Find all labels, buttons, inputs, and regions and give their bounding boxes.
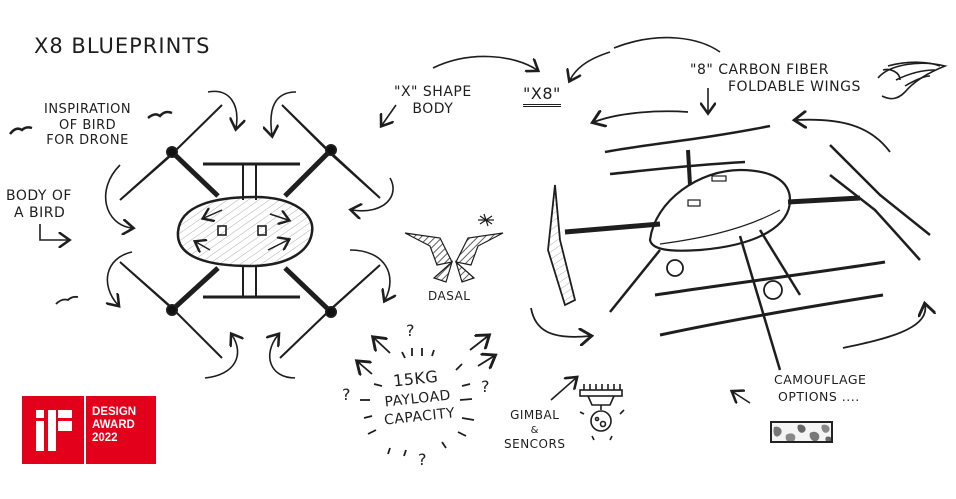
note-line: options .... [778,388,860,404]
note-line: of bird [58,117,117,133]
note-line: "8" carbon fiber [690,62,829,78]
svg-text:?: ? [418,450,427,469]
perspective-drone-icon [530,88,930,403]
page-title: X8 Blueprints [34,34,211,58]
arrow-icon [432,55,537,70]
question-mark-icons: ? ? ? ? [342,321,490,469]
payload-burst-icon [358,336,494,457]
svg-text:?: ? [342,385,351,404]
award-line: 2022 [92,432,118,444]
top-view-drone-icon [104,90,393,379]
gimbal-camera-icon [550,378,625,441]
note-line: for drone [46,133,129,149]
note-line: "X" shape [394,84,472,100]
gimbal-note: Gimbal & Sencors [504,408,565,452]
arrow-icon [570,51,611,80]
camouflage-pattern-icon [773,424,831,441]
body-of-bird-note: Body of a bird [6,188,72,222]
note-line: Gimbal [510,408,560,422]
note-line: foldable wings [728,78,861,95]
bird-icon [147,110,173,119]
note-line: Inspiration [44,102,132,117]
bird-icon [55,295,79,305]
arrow-icon [39,224,68,240]
note-line: & [530,424,539,436]
award-line: AWARD [92,419,135,431]
note-line: body [412,100,454,117]
note-line: Body of [6,188,72,204]
arrow-icon [382,104,397,125]
bird-icon [9,126,33,135]
note-line: a bird [14,204,66,221]
svg-text:?: ? [481,377,490,396]
if-logo-icon [22,396,84,464]
award-text: DESIGN AWARD 2022 [86,396,156,464]
carbon-fiber-note: "8" carbon fiber foldable wings [690,62,861,96]
x8-label: "X8" [523,84,561,108]
dasal-logo-icon [404,213,504,283]
wing-icon [877,61,948,100]
note-line: Sencors [504,436,566,451]
if-design-award-badge: DESIGN AWARD 2022 [22,396,156,464]
camouflage-note: Camouflage options .... [774,372,866,406]
dasal-label: Dasal [428,289,471,303]
payload-note: 15KG payload capacity [379,364,456,430]
arc-line [613,36,721,53]
svg-text:?: ? [406,321,415,340]
x-shape-body-note: "X" shape body [394,84,472,118]
camouflage-swatch [770,421,833,443]
note-line: Camouflage [774,372,867,387]
inspiration-note: Inspiration of bird for drone [44,102,131,149]
award-line: DESIGN [92,406,137,418]
